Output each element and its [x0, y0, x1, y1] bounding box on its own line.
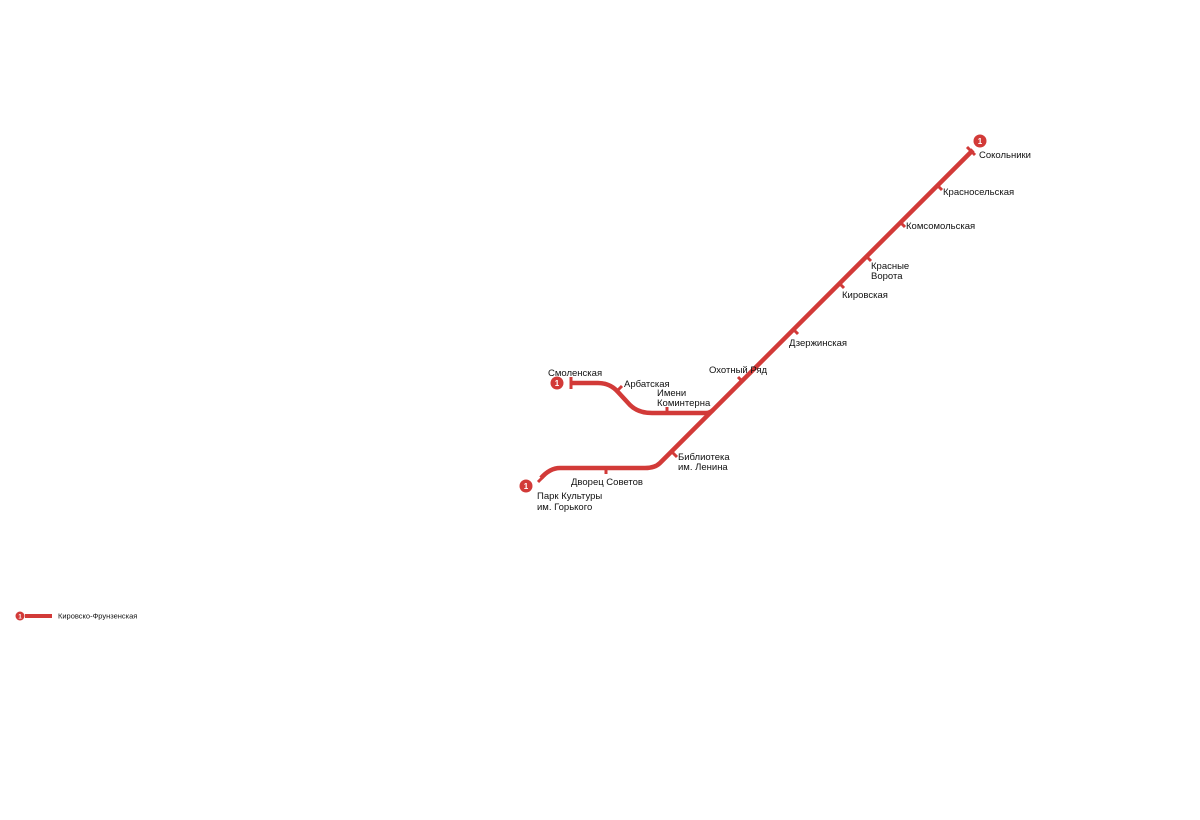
label-park-kultury-1: Парк Культуры: [537, 491, 602, 502]
svg-text:1: 1: [555, 379, 560, 388]
svg-text:1: 1: [524, 482, 529, 491]
station-ticks: [536, 145, 977, 484]
label-krasnye-vorota-1: Красные: [871, 261, 909, 272]
tick-komsomolskaya: [898, 220, 907, 229]
badge-park-kultury: 1: [519, 479, 533, 493]
badge-smolenskaya: 1: [550, 376, 564, 390]
label-smolenskaya: Смоленская: [548, 368, 602, 379]
svg-text:1: 1: [978, 137, 983, 146]
label-imeni-kominterna-1: Имени: [657, 388, 686, 399]
line-1-route: [539, 148, 975, 480]
label-kirovskaya: Кировская: [842, 290, 888, 301]
main-line-track: [539, 148, 975, 480]
legend-badge: [15, 611, 25, 621]
station-labels: Сокольники Красносельская Комсомольская …: [537, 150, 1031, 513]
tick-kirovskaya: [837, 281, 846, 290]
label-komsomolskaya: Комсомольская: [906, 221, 975, 232]
label-imeni-kominterna-2: Коминтерна: [657, 398, 711, 409]
tick-dzerzhinskaya: [791, 327, 800, 336]
tick-sokolniki: [965, 145, 977, 157]
label-biblioteka-2: им. Ленина: [678, 462, 728, 473]
tick-krasnoselskaya: [935, 183, 944, 192]
label-arbatskaya: Арбатская: [624, 379, 670, 390]
tick-arbatskaya: [615, 384, 624, 393]
label-krasnye-vorota-2: Ворота: [871, 271, 903, 282]
label-dvorets-sovetov: Дворец Советов: [571, 477, 643, 488]
label-dzerzhinskaya: Дзержинская: [789, 338, 847, 349]
terminus-badges: 1 1 1: [519, 134, 987, 493]
tick-krasnye-vorota: [864, 254, 873, 263]
branch-line-track: [571, 380, 715, 416]
legend-label: Кировско-Фрунзенская: [58, 612, 137, 621]
legend-item: 1 Кировско-Фрунзенская: [15, 611, 137, 621]
badge-sokolniki: 1: [973, 134, 987, 148]
legend: 1 Кировско-Фрунзенская: [15, 611, 137, 621]
label-park-kultury-2: им. Горького: [537, 502, 592, 513]
svg-text:1: 1: [18, 615, 22, 621]
label-biblioteka-1: Библиотека: [678, 452, 730, 463]
tick-okhotny-ryad: [736, 375, 745, 384]
label-krasnoselskaya: Красносельская: [943, 187, 1014, 198]
label-sokolniki: Сокольники: [979, 150, 1031, 161]
tick-park-kultury: [536, 473, 547, 484]
label-okhotny-ryad: Охотный Ряд: [709, 365, 768, 376]
tick-biblioteka: [670, 450, 679, 459]
